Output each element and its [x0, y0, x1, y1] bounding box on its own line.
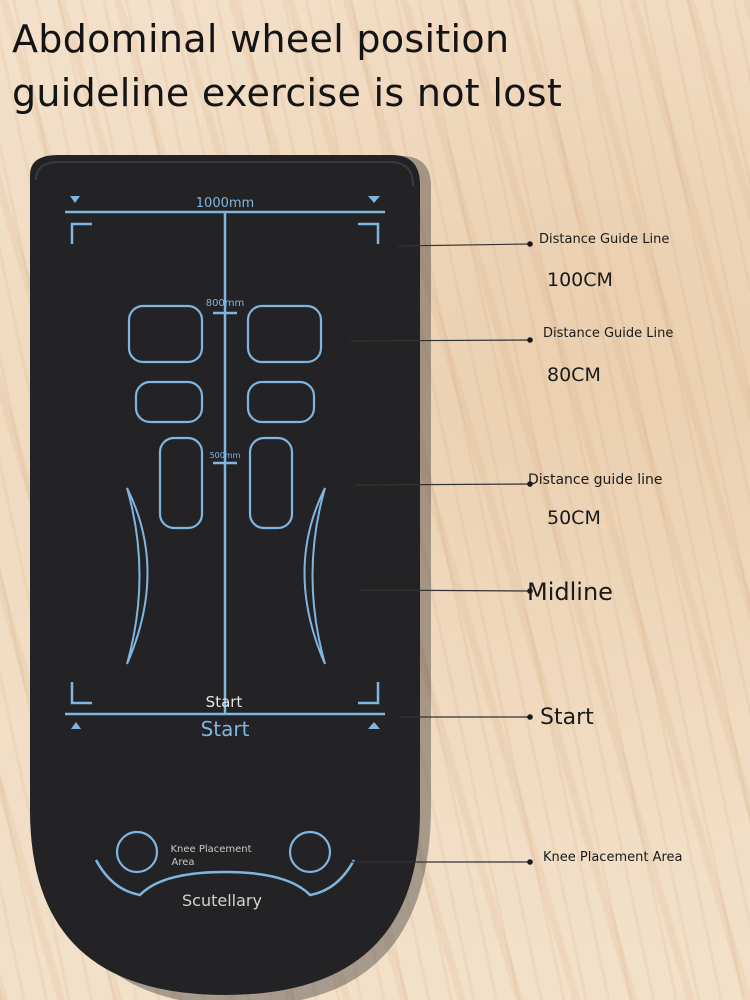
start-large-label: Start — [201, 717, 250, 741]
scutellary-label: Scutellary — [182, 891, 262, 910]
callout-midline: Midline — [527, 578, 613, 606]
callout-dot — [527, 588, 533, 594]
arrow-down-icon — [368, 196, 380, 203]
corner-bracket — [70, 682, 92, 705]
callout-dot — [527, 714, 533, 720]
leader-line — [397, 243, 531, 247]
headline-line-1: Abdominal wheel position — [12, 17, 510, 61]
callout-start: Start — [540, 705, 594, 730]
leader-line — [359, 589, 531, 592]
side-arc-right — [303, 487, 326, 665]
knee-area-label-2: Area — [171, 857, 194, 868]
hand-pad-left-mid — [134, 380, 204, 424]
callout-dot — [527, 481, 533, 487]
hand-pad-right-top — [246, 304, 323, 364]
knee-circle-right — [288, 830, 332, 874]
callout-guide-80-value: 80CM — [547, 364, 601, 386]
callout-knee-area: Knee Placement Area — [543, 850, 683, 865]
callout-guide-100-value: 100CM — [547, 269, 613, 291]
mat-highlight — [35, 161, 414, 187]
leader-line — [354, 483, 531, 486]
headline: Abdominal wheel position guideline exerc… — [12, 12, 562, 120]
hand-pad-left-low — [158, 436, 204, 530]
callout-guide-100-title: Distance Guide Line — [539, 232, 670, 247]
side-arc-left — [126, 487, 149, 665]
leader-line — [349, 339, 531, 342]
hand-pad-right-low — [248, 436, 294, 530]
corner-bracket — [70, 222, 92, 244]
arrow-up-icon — [368, 722, 380, 729]
start-small-label: Start — [206, 693, 243, 711]
callout-dot — [527, 337, 533, 343]
knee-cradle — [94, 859, 356, 897]
callout-dot — [527, 859, 533, 865]
hand-pad-left-top — [127, 304, 204, 364]
mark-800: 800mm — [206, 298, 245, 309]
hand-pad-right-mid — [246, 380, 316, 424]
callout-guide-50-value: 50CM — [547, 507, 601, 529]
mark-1000: 1000mm — [196, 196, 254, 211]
callout-dot — [527, 241, 533, 247]
knee-circle-left — [115, 830, 159, 874]
corner-bracket — [358, 682, 380, 705]
corner-bracket — [358, 222, 380, 244]
callout-guide-50-title: Distance guide line — [528, 472, 663, 488]
arrow-up-icon — [71, 722, 81, 729]
mark-500: 500mm — [210, 451, 241, 460]
headline-line-2: guideline exercise is not lost — [12, 71, 563, 115]
knee-area-label: Knee Placement — [170, 844, 251, 855]
arrow-down-icon — [70, 196, 80, 203]
callout-guide-80-title: Distance Guide Line — [543, 326, 674, 341]
